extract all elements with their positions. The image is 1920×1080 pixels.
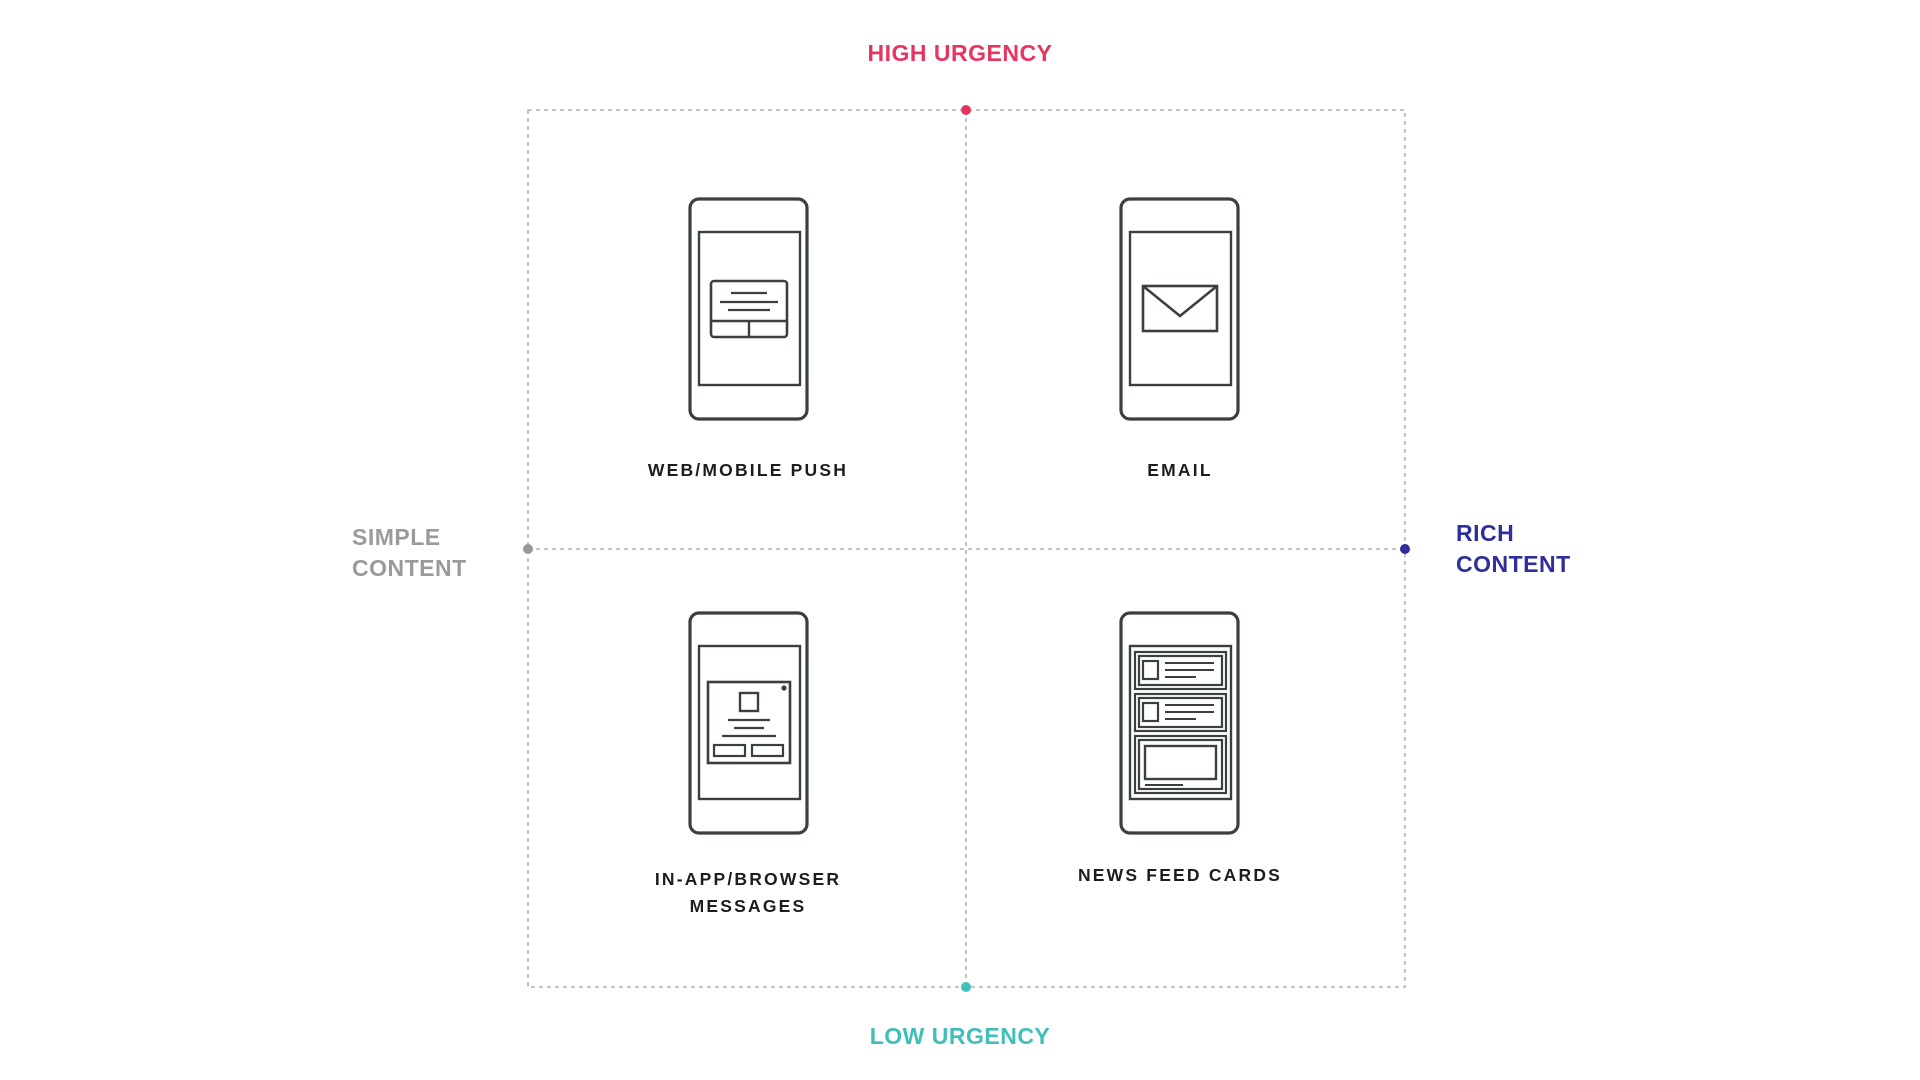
push-notification-phone-icon <box>688 197 809 421</box>
rich-content-line2: CONTENT <box>1456 551 1571 577</box>
low-urgency-dot <box>961 982 971 992</box>
high-urgency-label: HIGH URGENCY <box>760 38 1160 69</box>
quadrant-label-news-feed-cards: NEWS FEED CARDS <box>1000 862 1360 889</box>
simple-content-line2: CONTENT <box>352 555 467 581</box>
in-app-message-phone-icon <box>688 611 809 835</box>
simple-content-label: SIMPLE CONTENT <box>352 522 467 584</box>
quadrant-label-line1: IN-APP/BROWSER <box>654 869 842 889</box>
rich-content-label: RICH CONTENT <box>1456 518 1571 580</box>
email-phone-icon <box>1119 197 1240 421</box>
rich-content-dot <box>1400 544 1410 554</box>
simple-content-line1: SIMPLE <box>352 524 441 550</box>
low-urgency-label: LOW URGENCY <box>760 1021 1160 1052</box>
quadrant-label-text: WEB/MOBILE PUSH <box>647 460 849 480</box>
simple-content-dot <box>523 544 533 554</box>
quadrant-label-line2: MESSAGES <box>689 896 807 916</box>
quadrant-label-email: EMAIL <box>1000 457 1360 484</box>
high-urgency-dot <box>961 105 971 115</box>
news-feed-phone-icon <box>1119 611 1240 835</box>
low-urgency-text: LOW URGENCY <box>869 1023 1051 1049</box>
rich-content-line1: RICH <box>1456 520 1515 546</box>
quadrant-label-web-mobile-push: WEB/MOBILE PUSH <box>568 457 928 484</box>
quadrant-label-text: EMAIL <box>1147 460 1213 480</box>
high-urgency-text: HIGH URGENCY <box>867 40 1053 66</box>
quadrant-label-in-app-browser-messages: IN-APP/BROWSER MESSAGES <box>568 866 928 920</box>
quadrant-label-text: NEWS FEED CARDS <box>1077 865 1283 885</box>
